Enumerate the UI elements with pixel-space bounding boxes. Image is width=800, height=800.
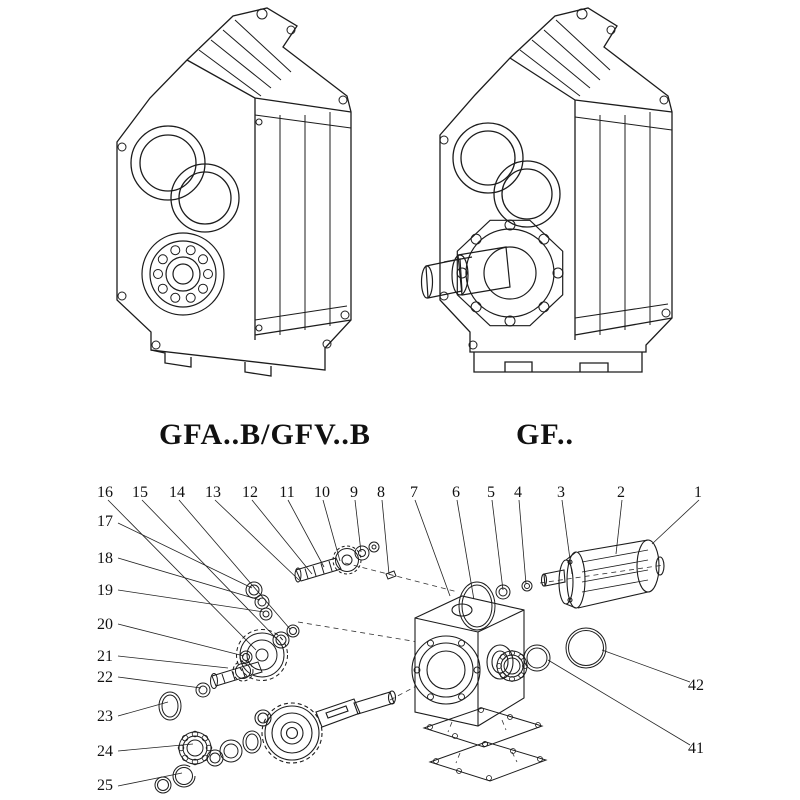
model-label-gf: GF.. bbox=[516, 418, 574, 451]
part-number-8: 8 bbox=[377, 484, 385, 501]
part-number-19: 19 bbox=[97, 582, 113, 599]
part-number-41: 41 bbox=[688, 740, 704, 757]
gf-output-flange-shaft bbox=[420, 219, 564, 327]
part-number-2: 2 bbox=[617, 484, 625, 501]
part-number-5: 5 bbox=[487, 484, 495, 501]
gf-corner-bolts bbox=[439, 8, 671, 350]
part-number-16: 16 bbox=[97, 484, 113, 501]
gfab-input-bores bbox=[130, 125, 240, 233]
part-number-6: 6 bbox=[452, 484, 460, 501]
part-number-9: 9 bbox=[350, 484, 358, 501]
gfab-housing-outline bbox=[116, 7, 352, 377]
part-number-10: 10 bbox=[314, 484, 330, 501]
exploded-intermediate-gear bbox=[236, 624, 300, 681]
model-label-gfab: GFA..B/GFV..B bbox=[159, 418, 371, 451]
gfab-output-bearing bbox=[141, 232, 225, 316]
gearbox-drawing-gfab bbox=[116, 7, 352, 377]
exploded-housing bbox=[411, 595, 525, 727]
gf-input-bores bbox=[452, 122, 561, 228]
gearbox-drawing-gf bbox=[420, 7, 673, 373]
exploded-input-pinion-shaft bbox=[294, 541, 397, 583]
part-number-25: 25 bbox=[97, 777, 113, 794]
part-number-21: 21 bbox=[97, 648, 113, 665]
gfab-side-ribs bbox=[254, 112, 352, 335]
part-number-23: 23 bbox=[97, 708, 113, 725]
part-number-12: 12 bbox=[242, 484, 258, 501]
gfab-cooling-fins bbox=[198, 19, 292, 97]
part-number-42: 42 bbox=[688, 677, 704, 694]
part-number-11: 11 bbox=[279, 484, 295, 501]
exploded-output-bearing-parts bbox=[154, 730, 262, 794]
exploded-output-gear-shaft bbox=[254, 690, 397, 764]
exploded-intermediate-shaft bbox=[158, 650, 263, 721]
part-number-7: 7 bbox=[410, 484, 418, 501]
assembly-axis-lines bbox=[297, 562, 665, 764]
part-number-24: 24 bbox=[97, 743, 113, 760]
part-number-4: 4 bbox=[514, 484, 522, 501]
exploded-parts-drawing bbox=[107, 499, 700, 794]
exploded-shim-washers bbox=[245, 581, 273, 621]
exploded-input-seals bbox=[458, 580, 533, 631]
part-number-1: 1 bbox=[694, 484, 702, 501]
part-number-14: 14 bbox=[169, 484, 185, 501]
part-number-18: 18 bbox=[97, 550, 113, 567]
exploded-gasket-cover bbox=[422, 707, 548, 782]
part-number-17: 17 bbox=[97, 513, 113, 530]
exploded-output-rings bbox=[496, 627, 607, 682]
part-number-13: 13 bbox=[205, 484, 221, 501]
part-number-3: 3 bbox=[557, 484, 565, 501]
leader-lines bbox=[107, 499, 700, 787]
gf-side-ribs bbox=[574, 112, 673, 335]
exploded-diagram: 16 15 14 13 12 11 10 9 8 7 6 5 4 3 2 1 1… bbox=[0, 470, 800, 800]
exploded-motor-unit bbox=[540, 539, 665, 609]
gf-cooling-fins bbox=[519, 19, 611, 97]
part-number-22: 22 bbox=[97, 669, 113, 686]
gfab-corner-bolts bbox=[117, 8, 350, 350]
part-number-20: 20 bbox=[97, 616, 113, 633]
part-number-15: 15 bbox=[132, 484, 148, 501]
